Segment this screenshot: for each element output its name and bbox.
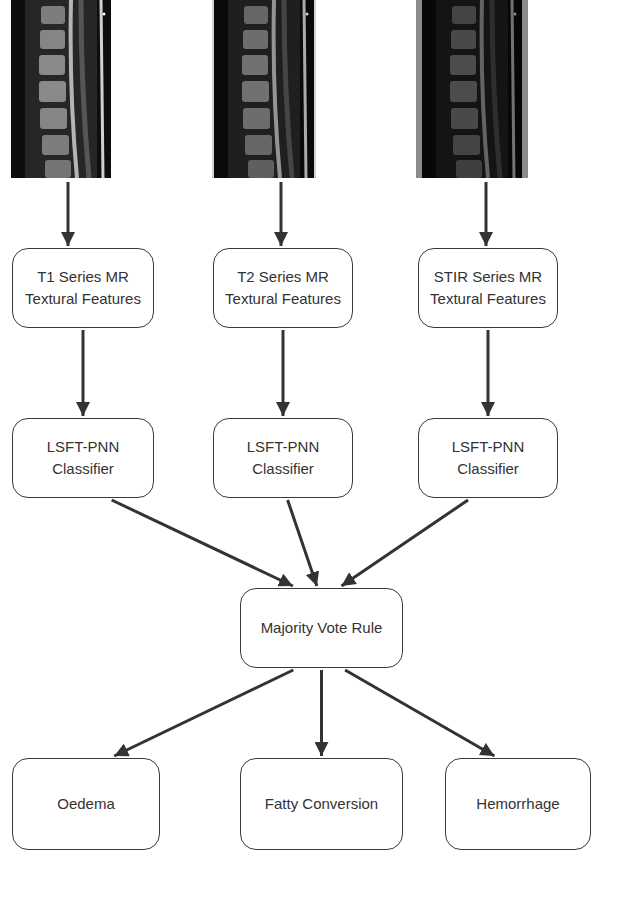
t1-mri-image: [11, 0, 111, 178]
flow-arrow: [112, 500, 293, 586]
process-box: STIR Series MR Textural Features: [418, 248, 558, 328]
process-box: Hemorrhage: [445, 758, 591, 850]
box-label: T2 Series MR Textural Features: [214, 266, 352, 310]
process-box: T1 Series MR Textural Features: [12, 248, 154, 328]
t2-tint: [212, 0, 316, 178]
process-box: Majority Vote Rule: [240, 588, 403, 668]
process-box: Fatty Conversion: [240, 758, 403, 850]
process-box: LSFT-PNN Classifier: [213, 418, 353, 498]
box-label: Majority Vote Rule: [253, 617, 391, 639]
box-label: T1 Series MR Textural Features: [13, 266, 153, 310]
box-label: Oedema: [49, 793, 123, 815]
image-arrow: [280, 182, 283, 246]
process-box: LSFT-PNN Classifier: [418, 418, 558, 498]
flow-arrow: [487, 330, 490, 416]
flow-arrow: [82, 330, 85, 416]
flow-arrow: [320, 670, 323, 756]
stir-tint: [416, 0, 528, 178]
flow-arrow: [341, 500, 468, 586]
box-label: LSFT-PNN Classifier: [214, 436, 352, 480]
image-arrow: [67, 182, 70, 246]
process-box: T2 Series MR Textural Features: [213, 248, 353, 328]
box-label: Fatty Conversion: [257, 793, 386, 815]
flow-arrow: [282, 330, 285, 416]
box-label: STIR Series MR Textural Features: [419, 266, 557, 310]
box-label: LSFT-PNN Classifier: [13, 436, 153, 480]
box-label: LSFT-PNN Classifier: [419, 436, 557, 480]
process-box: Oedema: [12, 758, 160, 850]
process-box: LSFT-PNN Classifier: [12, 418, 154, 498]
image-arrow: [485, 182, 488, 246]
flow-arrow: [345, 670, 494, 756]
box-label: Hemorrhage: [468, 793, 567, 815]
flow-arrow: [288, 500, 317, 586]
flow-arrow: [114, 670, 293, 756]
